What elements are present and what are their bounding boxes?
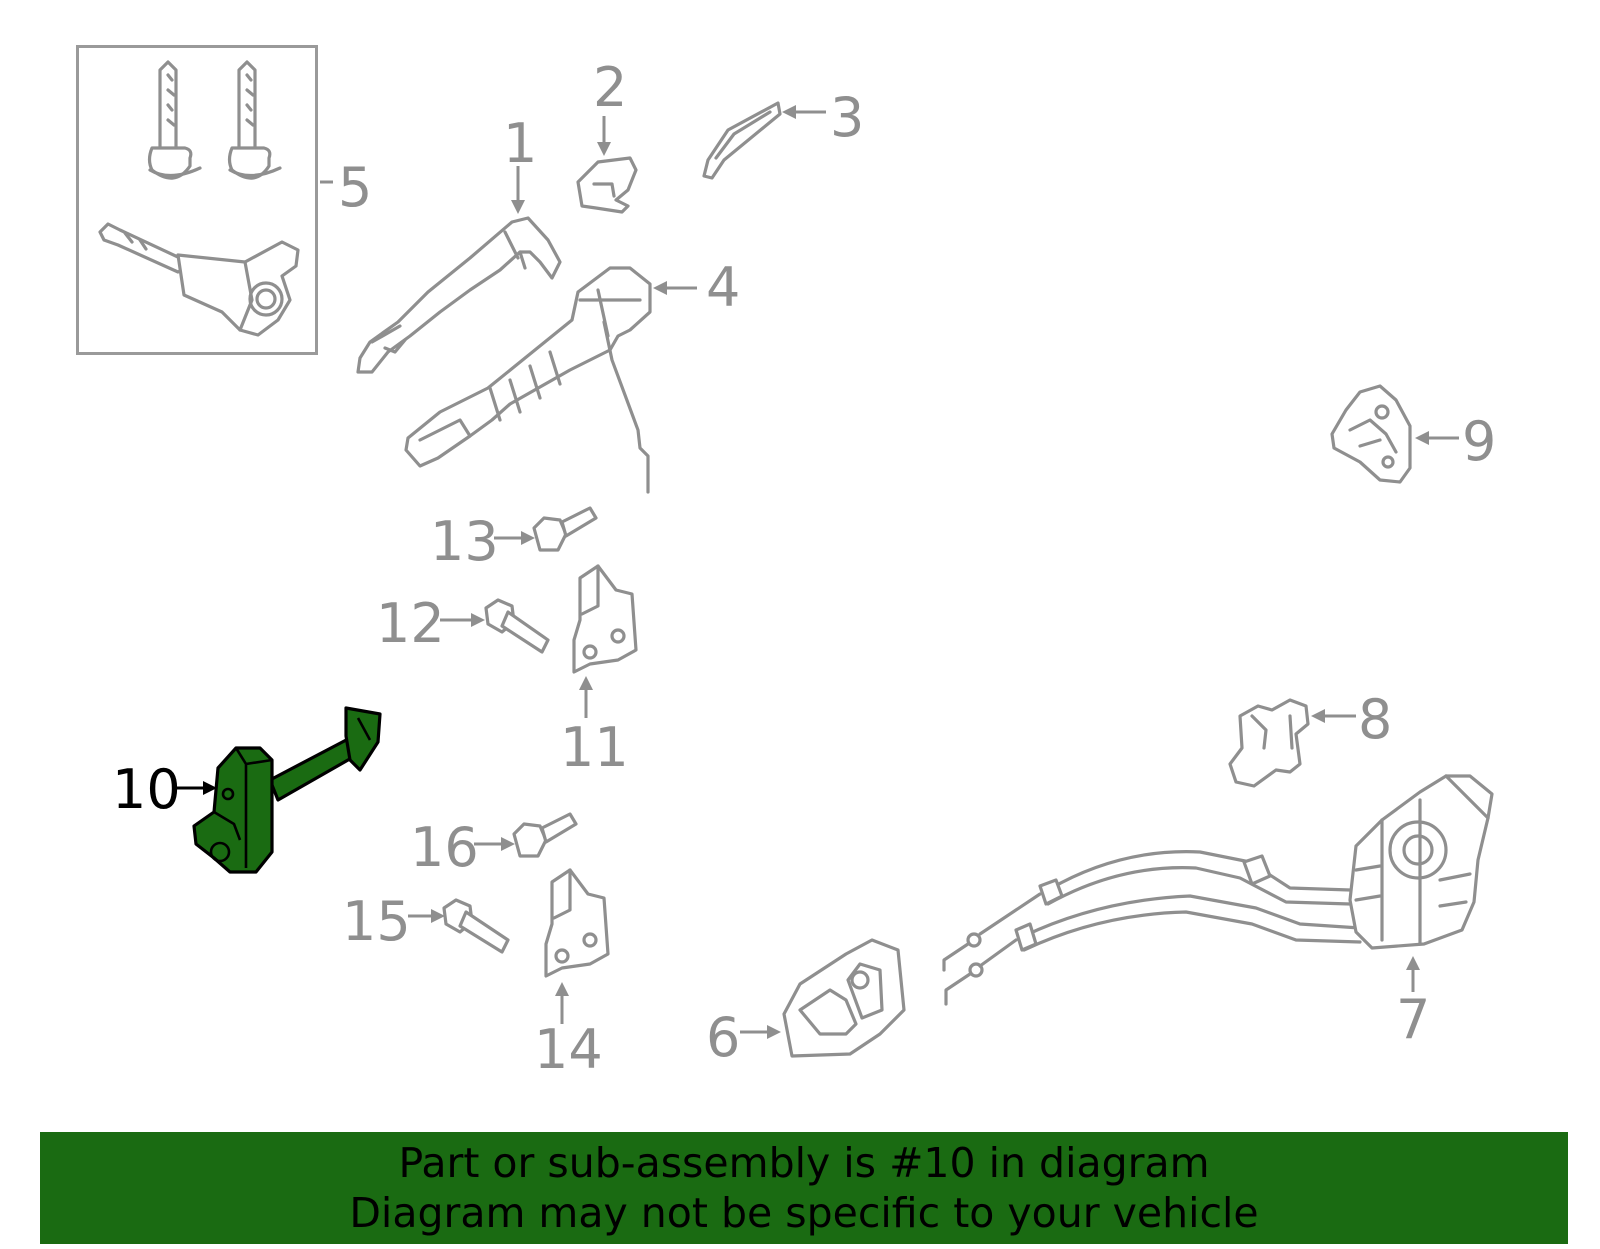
part-6-latch-cover[interactable] <box>782 938 906 1058</box>
part-10-door-check-link[interactable] <box>192 706 382 874</box>
part-1-outside-handle[interactable] <box>356 216 562 374</box>
callout-13: 13 <box>430 510 499 573</box>
part-4-handle-bracket[interactable] <box>404 266 652 494</box>
part-11-hinge[interactable] <box>572 564 638 674</box>
callout-14: 14 <box>534 1018 603 1081</box>
callout-11: 11 <box>560 716 629 779</box>
callout-3: 3 <box>830 86 864 149</box>
callout-9: 9 <box>1462 410 1496 473</box>
part-12-bolt[interactable] <box>484 598 550 654</box>
banner-line-part-number: Part or sub-assembly is #10 in diagram <box>398 1139 1210 1187</box>
part-2-handle-cap[interactable] <box>576 156 638 214</box>
callout-6: 6 <box>706 1006 740 1069</box>
info-banner: Part or sub-assembly is #10 in diagram D… <box>40 1132 1568 1244</box>
part-7-door-latch-assembly[interactable] <box>942 774 1494 1006</box>
part-8-latch-clip[interactable] <box>1228 698 1310 788</box>
callout-1: 1 <box>503 112 537 175</box>
part-3-handle-gasket[interactable] <box>702 101 782 180</box>
callout-5: 5 <box>338 156 372 219</box>
part-13-bolt[interactable] <box>532 506 598 552</box>
parts-diagram: 1 2 3 4 5 6 7 8 9 10 11 12 13 14 15 16 <box>98 56 1496 1081</box>
callout-15: 15 <box>342 890 411 953</box>
part-16-bolt[interactable] <box>512 812 578 858</box>
part-9-striker[interactable] <box>1330 384 1412 484</box>
callout-4: 4 <box>706 256 740 319</box>
callout-12: 12 <box>376 592 445 655</box>
callout-8: 8 <box>1358 688 1392 751</box>
part-15-bolt[interactable] <box>442 898 510 954</box>
key-set-inset-box <box>76 45 318 355</box>
callout-7: 7 <box>1396 988 1430 1051</box>
callout-10: 10 <box>112 758 181 821</box>
banner-line-disclaimer: Diagram may not be specific to your vehi… <box>349 1189 1259 1237</box>
part-5-key-cylinder-set[interactable] <box>98 60 300 337</box>
callout-16: 16 <box>410 816 479 879</box>
callout-2: 2 <box>593 56 627 119</box>
part-14-hinge[interactable] <box>544 868 610 978</box>
